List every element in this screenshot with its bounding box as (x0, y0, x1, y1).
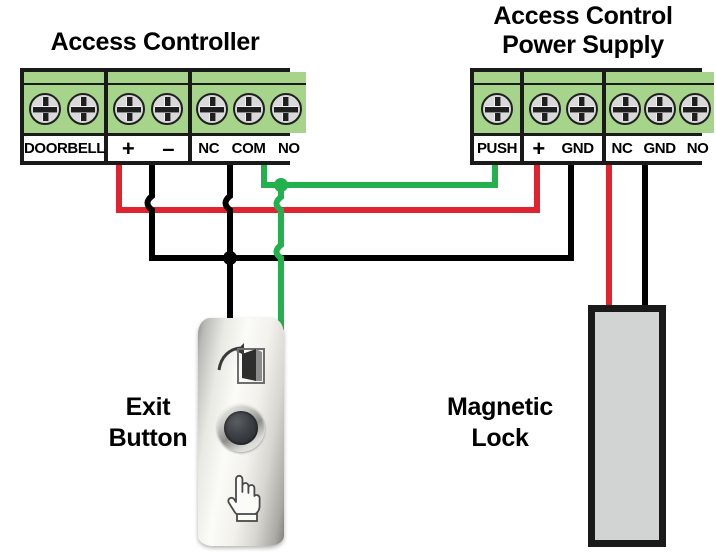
junction-dot-green (274, 178, 288, 192)
screw-terminal-ps-nc[interactable] (609, 93, 642, 125)
terminal-group-top (24, 72, 104, 85)
magnetic-lock-label-line2: Lock (471, 424, 529, 452)
pin-label-ps-gnd: GND (561, 140, 595, 157)
magnetic-lock-device[interactable] (588, 305, 666, 547)
pin-label-plus: + (121, 135, 135, 161)
exit-button-label-line2: Button (108, 424, 188, 452)
power-supply-title-line2: Power Supply (502, 31, 664, 59)
terminal-group-top (606, 72, 714, 85)
wire-black-minus (144, 165, 230, 261)
exit-button-ring[interactable] (217, 404, 265, 452)
exit-button-label-line1: Exit (125, 393, 171, 421)
pin-label-group-push: PUSH (474, 136, 520, 161)
pin-label-ps-plus: + (532, 135, 545, 161)
terminal-group-top (192, 72, 306, 85)
screw-terminal-nc[interactable] (196, 93, 229, 125)
pin-label-nc: NC (198, 140, 220, 157)
terminal-group-relay[interactable] (192, 72, 306, 133)
screw-terminal-ps-gnd[interactable] (565, 93, 598, 125)
power-supply-title-line1: Access Control (493, 2, 673, 30)
pin-label-group-ps-power: + GND (524, 136, 602, 161)
terminal-group-ps-power[interactable] (524, 72, 602, 133)
terminal-group-top (474, 72, 520, 85)
pin-label-ps-relay-gnd: GND (643, 140, 677, 157)
door-open-arrow-icon (217, 343, 265, 384)
screw-terminal-door[interactable] (29, 93, 61, 125)
magnetic-lock-label-line1: Magnetic (447, 393, 553, 421)
pressing-hand-icon (227, 474, 261, 522)
pin-label-ps-nc: NC (611, 140, 633, 157)
pin-label-minus: – (162, 135, 175, 161)
power-supply-terminal-block[interactable]: PUSH + GND NC GND NO (470, 68, 714, 165)
pin-label-bell: BELL (67, 140, 105, 157)
exit-button-knob[interactable] (224, 411, 258, 445)
pin-label-no: NO (278, 140, 300, 157)
exit-button-device[interactable] (198, 318, 284, 546)
screw-terminal-push[interactable] (481, 93, 513, 125)
pin-label-com: COM (231, 140, 266, 157)
wire-green-exit-button (273, 185, 284, 330)
wire-green-no-push (261, 165, 498, 188)
terminal-group-push[interactable] (474, 72, 520, 133)
screw-terminal-ps-plus[interactable] (528, 93, 561, 125)
terminal-group-top (108, 72, 188, 85)
pin-label-door: DOOR (24, 140, 68, 157)
screw-terminal-com[interactable] (232, 93, 265, 125)
screw-terminal-bell[interactable] (67, 93, 99, 125)
access-controller-terminal-block[interactable]: DOOR BELL + – NC COM NO (20, 68, 306, 165)
pin-label-group-power: + – (108, 136, 188, 161)
pin-label-ps-no: NO (686, 140, 709, 157)
pin-label-push: PUSH (476, 140, 518, 157)
screw-terminal-minus[interactable] (151, 93, 183, 125)
pin-label-group-relay: NC COM NO (192, 136, 306, 161)
screw-terminal-ps-no[interactable] (678, 93, 711, 125)
terminal-group-top (524, 72, 602, 85)
pin-label-group-door-bell: DOOR BELL (24, 136, 105, 161)
wire-black-com (222, 165, 574, 261)
junction-dot-black (223, 251, 237, 265)
terminal-group-door-bell[interactable] (24, 72, 104, 133)
screw-terminal-plus[interactable] (113, 93, 145, 125)
screw-terminal-ps-relay-gnd[interactable] (643, 93, 676, 125)
terminal-group-ps-relay[interactable] (606, 72, 714, 133)
screw-terminal-no[interactable] (269, 93, 302, 125)
controller-title: Access Controller (50, 28, 260, 56)
pin-label-group-ps-relay: NC GND NO (606, 136, 714, 161)
wire-red-power (116, 165, 540, 213)
terminal-group-power[interactable] (108, 72, 188, 133)
